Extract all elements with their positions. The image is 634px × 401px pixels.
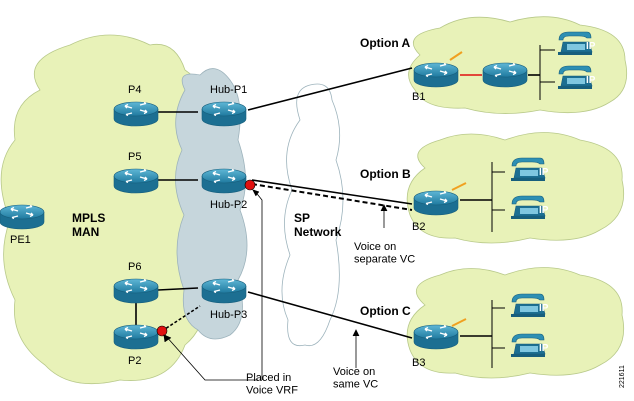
voice-vrf-dashed-c — [161, 305, 201, 332]
voice-orange-links — [449, 51, 467, 327]
router-b2 — [413, 190, 459, 216]
router-hub-p1 — [201, 101, 247, 127]
label-pe1: PE1 — [10, 234, 31, 246]
sp-network-cloud — [281, 83, 344, 347]
router-p6 — [113, 278, 159, 304]
label-b3: B3 — [412, 357, 425, 369]
site-c-cloud — [406, 267, 625, 379]
hub-cloud — [175, 68, 248, 340]
phone-c1-icon: IP — [510, 293, 549, 318]
phone-b2-icon: IP — [510, 195, 549, 220]
label-b2: B2 — [412, 221, 425, 233]
voice-vrf-marker-hubp2 — [244, 179, 256, 191]
link-hubp1-b1 — [247, 67, 413, 111]
label-option-c: Option C — [360, 304, 411, 318]
router-p4 — [113, 101, 159, 127]
phone-a1-icon: IP — [557, 31, 596, 56]
router-b1 — [413, 62, 459, 88]
phone-b1-icon: IP — [510, 157, 549, 182]
svg-text:IP: IP — [539, 343, 549, 354]
site-b-cloud — [406, 132, 625, 244]
svg-text:IP: IP — [539, 205, 549, 216]
voice-vc-dashed-b — [251, 183, 413, 211]
link-hubp2-b2 — [251, 179, 413, 205]
link-hubp3-b3 — [247, 291, 413, 339]
label-p6: P6 — [128, 261, 141, 273]
router-a2 — [482, 62, 528, 88]
label-b1: B1 — [412, 91, 425, 103]
router-p2 — [113, 324, 159, 350]
svg-text:IP: IP — [539, 303, 549, 314]
router-b3 — [413, 324, 459, 350]
voice-vrf-marker-p2 — [156, 325, 168, 337]
router-hub-p3 — [201, 278, 247, 304]
annotation-pointers — [163, 189, 388, 381]
label-option-b: Option B — [360, 167, 411, 181]
label-option-a: Option A — [360, 36, 411, 50]
label-hub-p3: Hub-P3 — [210, 309, 247, 321]
phone-a2-icon: IP — [557, 65, 596, 90]
label-hub-p1: Hub-P1 — [210, 84, 247, 96]
label-hub-p2: Hub-P2 — [210, 199, 247, 211]
link-p6-hubp3 — [157, 287, 199, 291]
svg-text:IP: IP — [539, 167, 549, 178]
router-pe1 — [0, 204, 45, 230]
svg-text:IP: IP — [586, 41, 596, 52]
svg-text:IP: IP — [586, 75, 596, 86]
figure-number: 221611 — [619, 365, 626, 388]
router-p5 — [113, 168, 159, 194]
label-p4: P4 — [128, 84, 141, 96]
phone-c2-icon: IP — [510, 333, 549, 358]
router-hub-p2 — [201, 168, 247, 194]
label-p2: P2 — [128, 355, 141, 367]
label-p5: P5 — [128, 151, 141, 163]
